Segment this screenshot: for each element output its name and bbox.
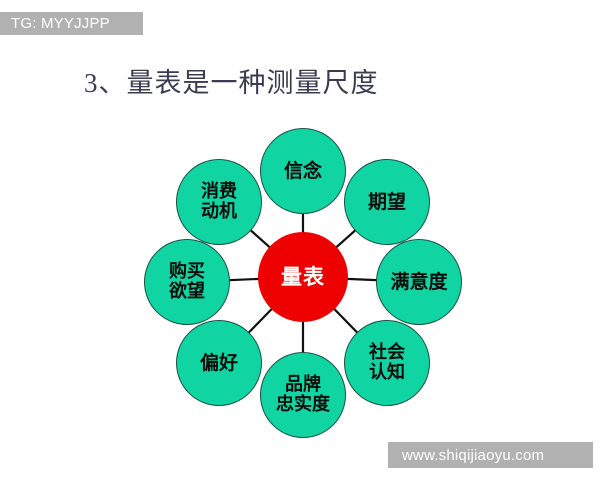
hub-node[interactable]: 量表 [258,232,348,322]
page-title: 3、量表是一种测量尺度 [84,68,379,98]
satellite-node-top-label: 信念 [283,159,322,182]
satellite-node-right[interactable]: 满意度 [376,239,462,325]
satellite-node-bottom-left[interactable]: 偏好 [176,320,262,406]
hub-and-spoke-diagram: 信念 期望 满意度 社会 认知 品牌 忠实度 偏好 购买 欲望 消费 动机 量表 [118,112,488,442]
satellite-node-right-label: 满意度 [390,270,448,293]
satellite-node-left-label: 购买 欲望 [169,260,205,302]
satellite-node-bottom-left-label: 偏好 [199,351,238,374]
hub-node-label: 量表 [281,264,325,289]
watermark-top-left: TG: MYYJJPP [0,12,143,35]
satellite-node-top-left[interactable]: 消费 动机 [176,159,262,245]
satellite-node-top-right[interactable]: 期望 [344,159,430,245]
watermark-top-left-text: TG: MYYJJPP [11,15,110,32]
satellite-node-bottom-label: 品牌 忠实度 [276,373,330,415]
satellite-node-bottom-right[interactable]: 社会 认知 [344,320,430,406]
satellite-node-bottom[interactable]: 品牌 忠实度 [260,352,346,438]
satellite-node-left[interactable]: 购买 欲望 [144,239,230,325]
satellite-node-top-right-label: 期望 [367,190,406,213]
satellite-node-top-left-label: 消费 动机 [201,180,237,222]
satellite-node-bottom-right-label: 社会 认知 [369,341,405,383]
watermark-bottom-right: www.shiqijiaoyu.com [388,442,593,468]
watermark-bottom-right-text: www.shiqijiaoyu.com [402,446,545,464]
satellite-node-top[interactable]: 信念 [260,128,346,214]
